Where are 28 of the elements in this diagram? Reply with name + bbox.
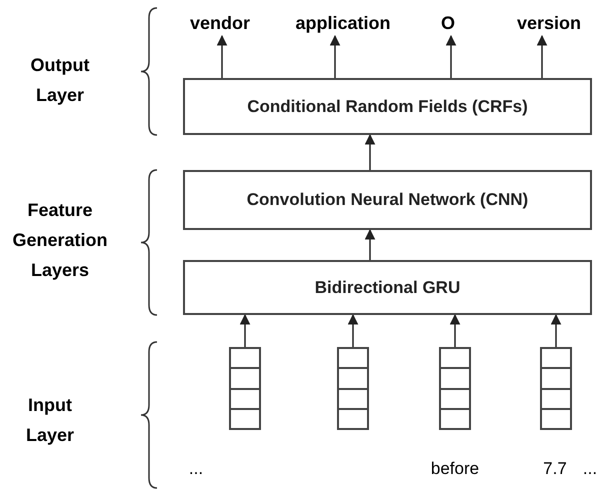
layer-label: Input Layer [24, 394, 76, 447]
vector-column [439, 347, 471, 430]
arrow [348, 314, 358, 347]
input-token: 7.7 [542, 458, 568, 480]
output-tag: vendor [180, 10, 260, 36]
layer-label: Feature Generation Layers [11, 199, 109, 282]
arrow [536, 34, 548, 78]
output-tag: application [288, 10, 398, 36]
output-tag: O [430, 10, 466, 36]
arrow [446, 34, 456, 78]
vector-column [337, 347, 369, 430]
arrow [330, 34, 340, 78]
layer-box: Convolution Neural Network (CNN) [183, 170, 592, 230]
layer-box: Bidirectional GRU [183, 260, 592, 315]
layer-label: Output Layer [30, 54, 90, 107]
vector-column [229, 347, 261, 430]
layer-box: Conditional Random Fields (CRFs) [183, 78, 592, 135]
arrow [450, 314, 460, 347]
arrow [240, 314, 250, 347]
arrow [550, 314, 562, 347]
input-token: before [430, 458, 480, 480]
input-token: ... [582, 458, 598, 480]
input-token: ... [188, 458, 204, 480]
arrow [364, 134, 376, 170]
arrow [216, 34, 228, 78]
arrow [364, 228, 376, 260]
vector-column [540, 347, 572, 430]
output-tag: version [505, 10, 593, 36]
